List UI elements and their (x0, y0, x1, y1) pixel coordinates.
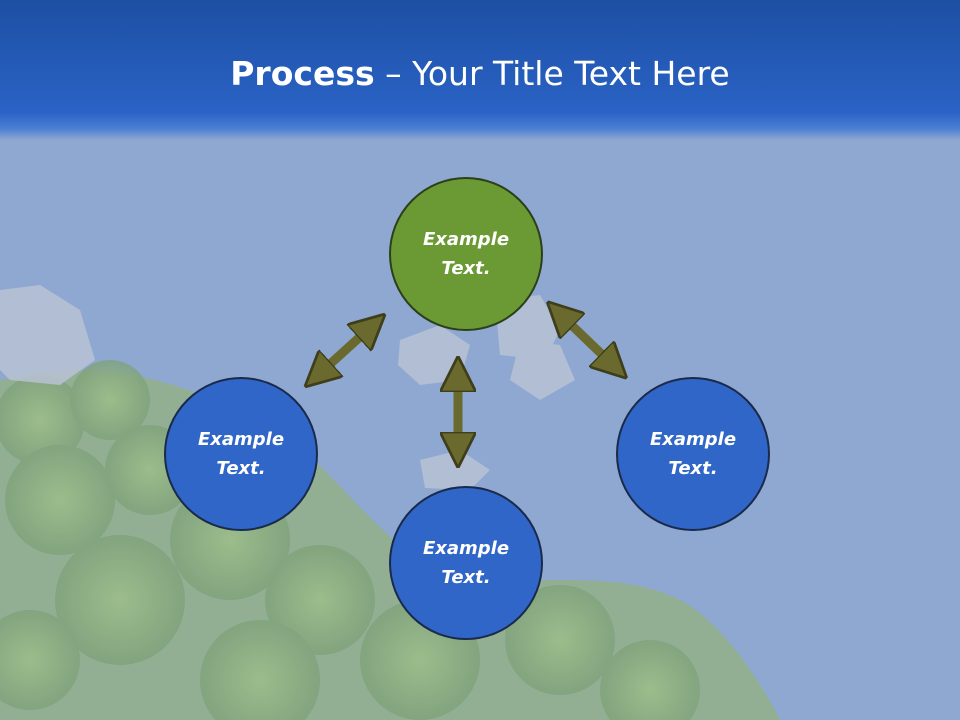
header-bar (0, 0, 960, 140)
arrow-top-right (560, 314, 614, 366)
node-right: Example Text. (616, 377, 770, 531)
node-right-text: Example Text. (649, 429, 737, 479)
node-bottom-text: Example Text. (422, 538, 510, 588)
slide-title: Process – Your Title Text Here (0, 52, 960, 96)
node-left: Example Text. (164, 377, 318, 531)
node-top: Example Text. (389, 177, 543, 331)
title-rest: – Your Title Text Here (374, 54, 730, 93)
title-bold: Process (230, 54, 375, 93)
arrow-top-left (318, 326, 372, 375)
node-left-text: Example Text. (197, 429, 285, 479)
node-bottom: Example Text. (389, 486, 543, 640)
node-top-text: Example Text. (422, 229, 510, 279)
